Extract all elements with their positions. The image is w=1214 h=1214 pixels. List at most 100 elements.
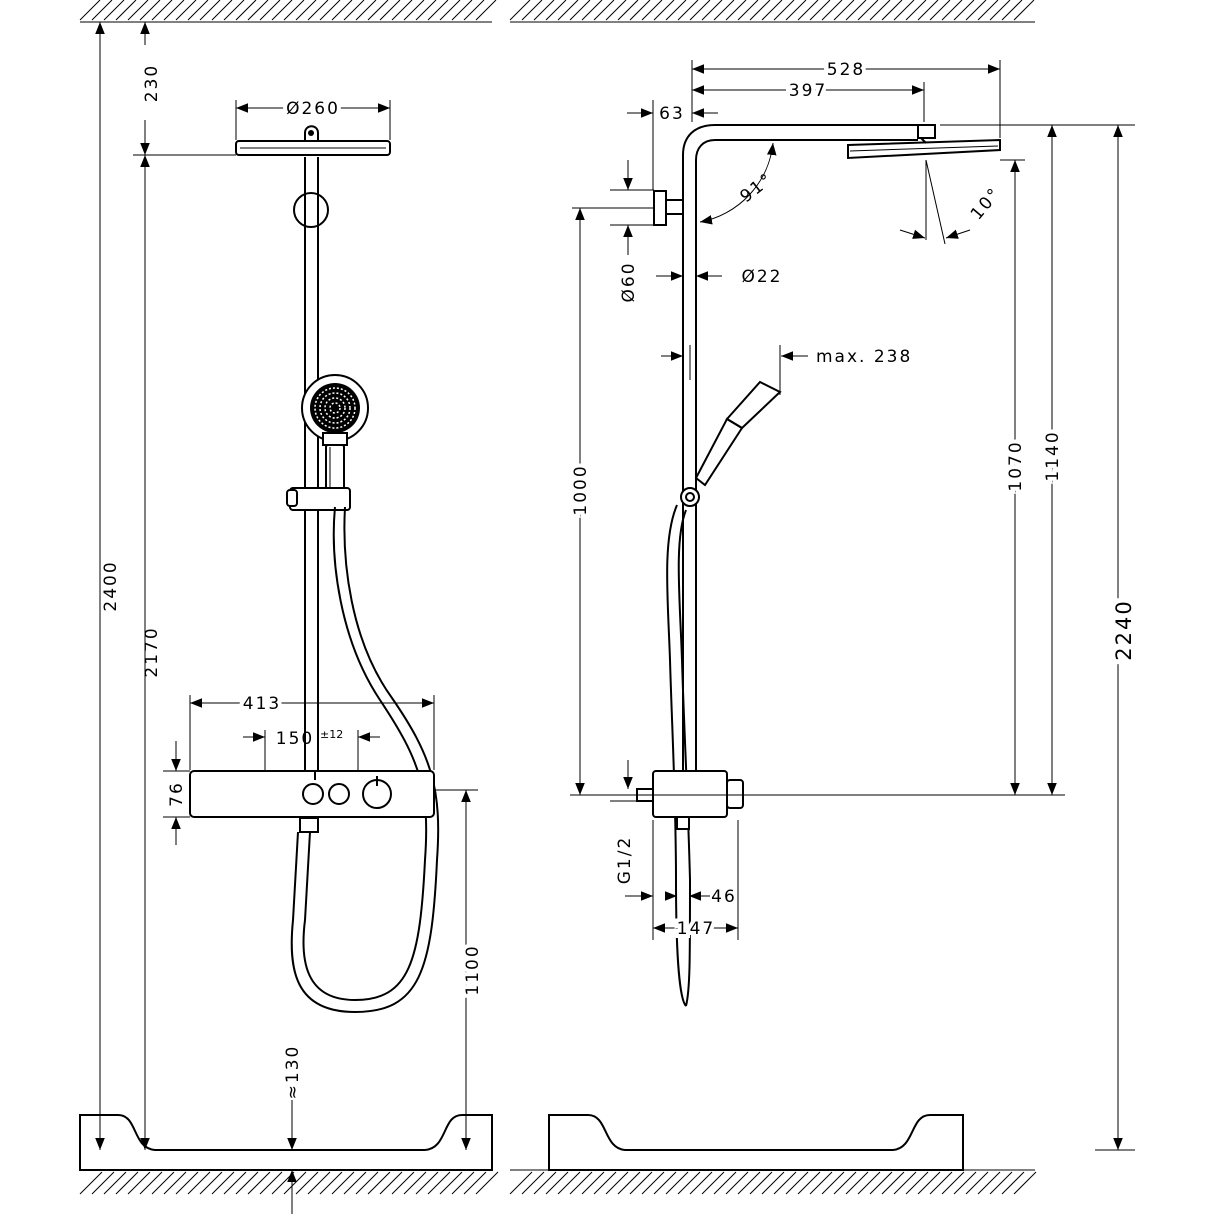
- hatch-line: [391, 0, 413, 21]
- hatch-line: [463, 0, 485, 21]
- riser-and-arm: [682, 124, 935, 772]
- hatch-line: [307, 1171, 331, 1195]
- wall-bracket-side: [653, 190, 684, 226]
- hatch-line: [869, 1171, 893, 1195]
- hatch-line: [941, 0, 963, 21]
- floor-right: [509, 1169, 1037, 1195]
- hatch-line: [475, 1171, 499, 1195]
- hatch-line: [175, 0, 197, 21]
- hatch-line: [881, 0, 903, 21]
- hatch-line: [893, 1171, 917, 1195]
- hatch-line: [521, 1171, 545, 1195]
- hatch-line: [689, 1171, 713, 1195]
- hand-shower-side: [680, 380, 782, 507]
- hatch-line: [187, 0, 209, 21]
- hatch-line: [235, 0, 257, 21]
- hatch-line: [797, 1171, 821, 1195]
- hatch-line: [103, 1171, 127, 1195]
- hatch-line: [545, 1171, 569, 1195]
- hatch-line: [355, 0, 377, 21]
- hatch-line: [247, 1171, 271, 1195]
- hatch-line: [115, 1171, 139, 1195]
- hatch-line: [605, 0, 627, 21]
- hatch-line: [319, 0, 341, 21]
- hand-shower-front: [301, 374, 369, 508]
- hatch-line: [271, 0, 293, 21]
- dim-head-tilt: 10°: [967, 184, 1006, 225]
- hatch-line: [533, 0, 555, 21]
- hatch-line: [355, 1171, 379, 1195]
- hatch-line: [581, 1171, 605, 1195]
- hatch-line: [761, 1171, 785, 1195]
- hatch-line: [953, 1171, 977, 1195]
- hatch-line: [521, 0, 543, 21]
- hatch-line: [749, 0, 771, 21]
- hatch-line: [593, 0, 615, 21]
- hatch-line: [533, 1171, 557, 1195]
- hatch-line: [845, 1171, 869, 1195]
- dim-thermostat-floor-height: 1100: [463, 944, 483, 995]
- hatch-line: [151, 1171, 175, 1195]
- dim-thermostat-width: 413: [243, 694, 281, 714]
- hatch-line: [797, 0, 819, 21]
- hatch-line: [259, 1171, 283, 1195]
- hatch-line: [617, 0, 639, 21]
- dim-handshower-reach: max. 238: [816, 347, 912, 367]
- hatch-line: [593, 1171, 617, 1195]
- hatch-line: [905, 0, 927, 21]
- dim-wall-bracket-diameter: Ø60: [619, 261, 639, 302]
- dim-thermostat-depth: 46: [711, 887, 737, 907]
- hatch-line: [79, 1171, 103, 1195]
- dim-thermostat-height: 76: [167, 781, 187, 807]
- hose-side: [666, 504, 687, 1007]
- hatch-line: [379, 0, 401, 21]
- dim-head-diameter: Ø260: [286, 99, 340, 119]
- hatch-line: [223, 0, 245, 21]
- dim-head-height: 2170: [142, 626, 162, 677]
- hatch-line: [845, 0, 867, 21]
- shower-tray-front: [79, 1114, 493, 1171]
- hatch-line: [1001, 1171, 1025, 1195]
- hatch-line: [629, 1171, 653, 1195]
- hatch-line: [977, 0, 999, 21]
- hatch-line: [1013, 0, 1035, 21]
- hatch-line: [427, 0, 449, 21]
- hatch-line: [331, 1171, 355, 1195]
- hatch-line: [605, 1171, 629, 1195]
- dim-head-offset: 230: [142, 64, 162, 102]
- hatch-line: [929, 1171, 953, 1195]
- hatch-line: [403, 1171, 427, 1195]
- thermostat-side: [636, 770, 744, 830]
- hatch-line: [677, 0, 699, 21]
- hatch-line: [451, 1171, 475, 1195]
- hatch-line: [475, 0, 497, 21]
- hatch-line: [689, 0, 711, 21]
- hatch-line: [629, 0, 651, 21]
- shower-tray-side: [548, 1114, 964, 1171]
- hatch-line: [653, 1171, 677, 1195]
- hatch-line: [965, 0, 987, 21]
- hatch-line: [319, 1171, 343, 1195]
- dim-arm-reach: 528: [827, 60, 865, 80]
- hatch-line: [725, 0, 747, 21]
- hatch-line: [283, 0, 305, 21]
- hatch-line: [509, 0, 531, 21]
- dim-connection-spacing-tol: ±12: [320, 728, 343, 741]
- hatch-line: [653, 0, 675, 21]
- hatch-line: [415, 0, 437, 21]
- hatch-line: [463, 1171, 487, 1195]
- hatch-line: [211, 0, 233, 21]
- hatch-line: [187, 1171, 211, 1195]
- hatch-line: [641, 0, 663, 21]
- hatch-line: [367, 1171, 391, 1195]
- hatch-line: [307, 0, 329, 21]
- dim-connection-spacing: 150: [276, 729, 314, 749]
- dim-tray-depth: ≈130: [283, 1045, 303, 1100]
- hatch-line: [175, 1171, 199, 1195]
- hatch-line: [881, 1171, 905, 1195]
- hatch-line: [223, 1171, 247, 1195]
- hatch-line: [821, 0, 843, 21]
- hatch-line: [295, 0, 317, 21]
- hatch-line: [893, 0, 915, 21]
